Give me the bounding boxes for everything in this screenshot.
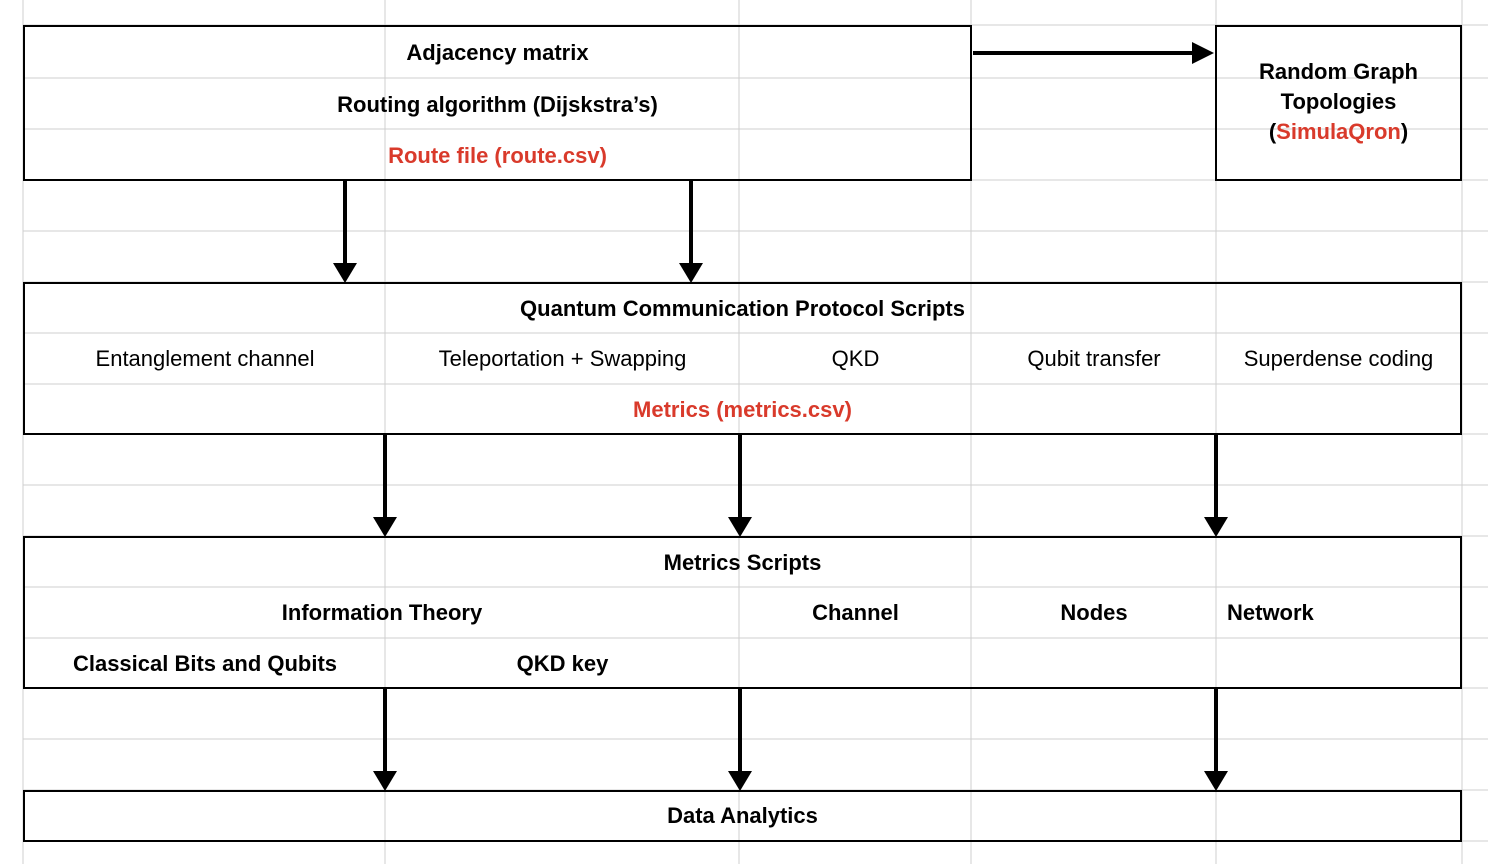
data-analytics-title: Data Analytics: [667, 803, 818, 828]
simulaqron-label: SimulaQron: [1276, 119, 1401, 144]
random-graph-line2: Topologies: [1280, 89, 1397, 114]
protocol-qkd: QKD: [831, 346, 880, 371]
arrow-protocols-to-metrics-3: [1204, 435, 1228, 537]
adjacency-matrix-label: Adjacency matrix: [406, 39, 589, 65]
metrics-scripts-title: Metrics Scripts: [663, 549, 822, 575]
protocol-qubit-transfer: Qubit transfer: [1027, 346, 1161, 371]
arrow-route-to-protocols-1: [333, 181, 357, 283]
category-channel: Channel: [812, 600, 899, 625]
routing-block: [23, 25, 972, 181]
category-network: Network: [1227, 600, 1314, 625]
arrow-metrics-to-analytics-1: [373, 689, 397, 791]
data-analytics-block: [23, 790, 1462, 842]
arrow-route-to-protocols-2: [679, 181, 703, 283]
arrow-to-random-graph: [973, 42, 1214, 64]
random-graph-label: Random Graph Topologies (SimulaQron): [1215, 42, 1462, 162]
metrics-file-label: Metrics (metrics.csv): [633, 396, 852, 422]
protocol-superdense: Superdense coding: [1243, 346, 1434, 371]
category-information-theory: Information Theory: [281, 600, 483, 625]
random-graph-line1: Random Graph: [1259, 59, 1418, 84]
arrow-protocols-to-metrics-2: [728, 435, 752, 537]
open-paren: (: [1268, 119, 1277, 144]
route-file-label: Route file (route.csv): [388, 142, 607, 168]
subcategory-qkd-key: QKD key: [516, 650, 609, 676]
routing-algorithm-label: Routing algorithm (Dijskstra’s): [337, 91, 658, 117]
protocol-scripts-block: [23, 282, 1462, 435]
protocol-entanglement: Entanglement channel: [95, 346, 315, 371]
category-nodes: Nodes: [1060, 600, 1128, 625]
random-graph-line3: (SimulaQron): [1269, 117, 1408, 147]
protocol-teleportation: Teleportation + Swapping: [438, 346, 687, 371]
subcategory-classical-bits: Classical Bits and Qubits: [72, 650, 338, 676]
arrow-metrics-to-analytics-3: [1204, 689, 1228, 791]
random-graph-block: [1215, 25, 1462, 181]
protocol-scripts-title: Quantum Communication Protocol Scripts: [520, 295, 965, 321]
arrow-protocols-to-metrics-1: [373, 435, 397, 537]
close-paren: ): [1400, 119, 1409, 144]
arrow-metrics-to-analytics-2: [728, 689, 752, 791]
metrics-scripts-block: [23, 536, 1462, 689]
